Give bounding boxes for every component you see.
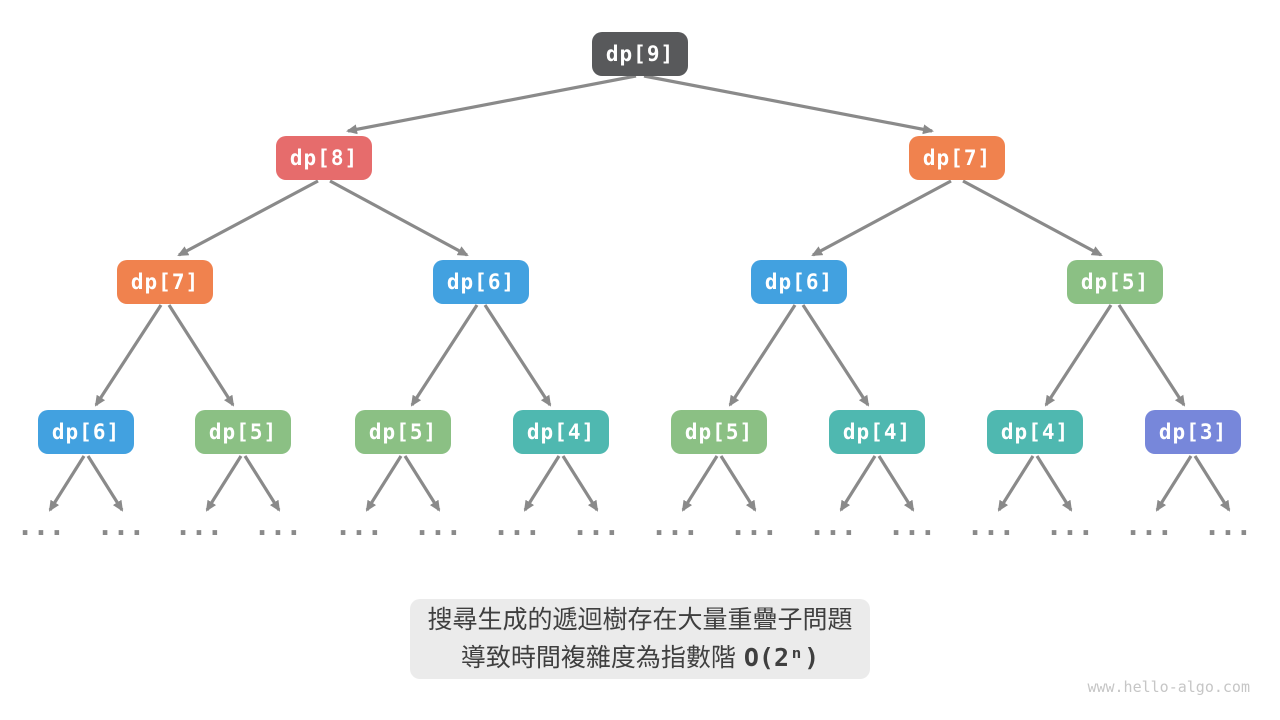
leaf-ellipsis: ...	[1049, 512, 1097, 542]
leaf-ellipsis: ...	[654, 512, 702, 542]
leaf-ellipsis: ...	[178, 512, 226, 542]
edge-arrow	[728, 304, 797, 407]
tree-node-dp6: dp[6]	[751, 260, 847, 304]
edge-arrow	[1193, 455, 1231, 512]
edge-arrow	[643, 74, 934, 135]
leaf-ellipsis: ...	[575, 512, 623, 542]
edge-arrow	[48, 455, 86, 512]
edge-arrow	[1044, 304, 1113, 407]
tree-node-dp4: dp[4]	[513, 410, 609, 454]
edge-arrow	[523, 455, 561, 512]
edge-arrow	[365, 455, 403, 512]
leaf-ellipsis: ...	[100, 512, 148, 542]
edge-arrow	[1155, 455, 1193, 512]
watermark-url: www.hello-algo.com	[1087, 678, 1250, 696]
edge-arrow	[839, 455, 877, 512]
tree-node-dp7: dp[7]	[117, 260, 213, 304]
edge-arrow	[877, 455, 915, 512]
leaf-ellipsis: ...	[257, 512, 305, 542]
caption-complexity-formula: O(2ⁿ)	[743, 642, 820, 672]
leaf-ellipsis: ...	[338, 512, 386, 542]
edge-arrow	[719, 455, 757, 512]
tree-node-dp5: dp[5]	[1067, 260, 1163, 304]
edge-arrow	[1035, 455, 1073, 512]
edge-arrow	[561, 455, 599, 512]
edge-arrow	[681, 455, 719, 512]
leaf-ellipsis: ...	[1128, 512, 1176, 542]
caption-line2-text: 導致時間複雜度為指數階	[460, 643, 736, 672]
edge-arrow	[94, 304, 163, 407]
tree-node-dp9: dp[9]	[592, 32, 688, 76]
tree-node-dp5: dp[5]	[195, 410, 291, 454]
edge-arrow	[243, 455, 281, 512]
edge-arrow	[167, 304, 235, 407]
tree-node-dp3: dp[3]	[1145, 410, 1241, 454]
leaf-ellipsis: ...	[496, 512, 544, 542]
edge-arrow	[177, 179, 319, 257]
tree-node-dp8: dp[8]	[276, 136, 372, 180]
tree-node-dp4: dp[4]	[829, 410, 925, 454]
leaf-ellipsis: ...	[970, 512, 1018, 542]
leaf-ellipsis: ...	[417, 512, 465, 542]
edge-arrow	[346, 74, 637, 135]
edge-arrow	[205, 455, 243, 512]
edge-arrow	[86, 455, 124, 512]
edge-arrow	[410, 304, 479, 407]
edge-arrow	[997, 455, 1035, 512]
edge-arrow	[962, 179, 1103, 257]
tree-node-dp7: dp[7]	[909, 136, 1005, 180]
leaf-ellipsis: ...	[20, 512, 68, 542]
edge-arrow	[403, 455, 441, 512]
edge-arrow	[329, 179, 469, 257]
tree-node-dp4: dp[4]	[987, 410, 1083, 454]
edge-arrow	[483, 304, 552, 407]
tree-node-dp6: dp[6]	[38, 410, 134, 454]
edge-arrow	[801, 304, 870, 407]
leaf-ellipsis: ...	[1207, 512, 1255, 542]
tree-node-dp5: dp[5]	[671, 410, 767, 454]
leaf-ellipsis: ...	[891, 512, 939, 542]
leaf-ellipsis: ...	[733, 512, 781, 542]
tree-node-dp5: dp[5]	[355, 410, 451, 454]
leaf-ellipsis: ...	[812, 512, 860, 542]
caption-line1: 搜尋生成的遞迴樹存在大量重疊子問題	[427, 605, 853, 634]
tree-node-dp6: dp[6]	[433, 260, 529, 304]
edge-arrow	[1117, 304, 1186, 407]
edge-arrow	[811, 179, 952, 257]
